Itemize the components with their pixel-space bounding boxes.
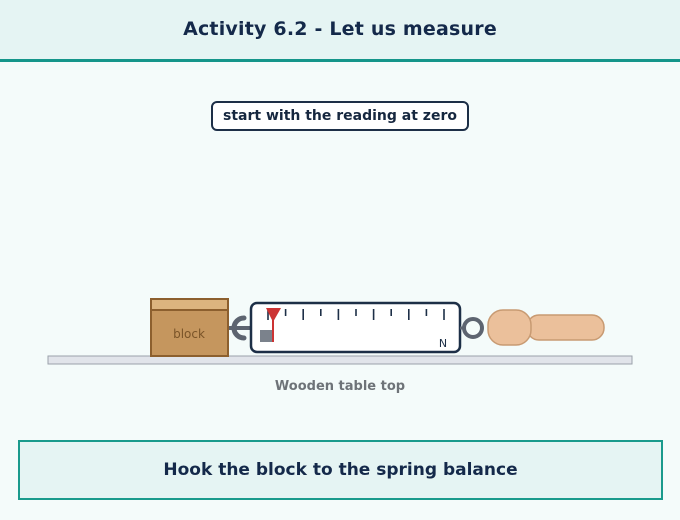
wooden-block[interactable]: block — [150, 298, 229, 357]
spring-balance[interactable]: N — [249, 301, 462, 354]
activity-header: Activity 6.2 - Let us measure — [0, 0, 680, 62]
instruction-callout: start with the reading at zero — [211, 101, 469, 131]
table-top — [47, 355, 633, 365]
table-label: Wooden table top — [274, 379, 406, 394]
balance-hook[interactable] — [229, 315, 252, 341]
scale-ticks — [267, 309, 445, 320]
step-instruction-text: Hook the block to the spring balance — [163, 460, 518, 480]
balance-ring[interactable] — [460, 317, 484, 339]
pointer-marker — [266, 308, 281, 322]
balance-slider — [260, 330, 273, 342]
activity-title: Activity 6.2 - Let us measure — [183, 18, 497, 40]
unit-label: N — [439, 337, 447, 350]
hand — [487, 309, 605, 346]
block-label: block — [173, 327, 205, 341]
step-instruction-box: Hook the block to the spring balance — [18, 440, 663, 500]
